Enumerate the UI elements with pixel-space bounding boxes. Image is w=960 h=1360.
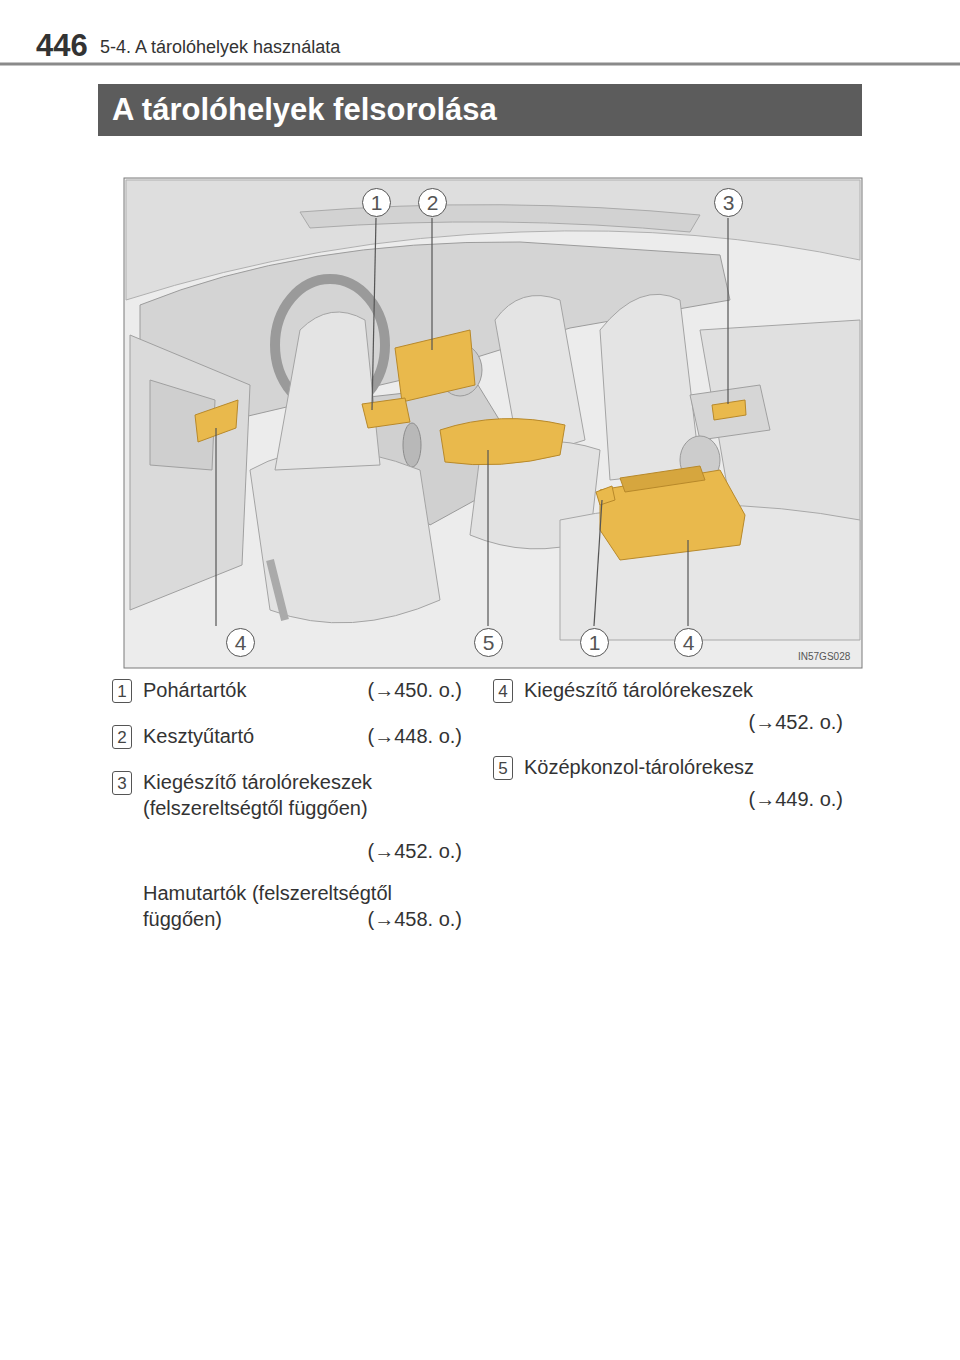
page-reference: (→448. o.) bbox=[368, 723, 462, 749]
list-marker: 4 bbox=[493, 679, 513, 703]
callout-number: 3 bbox=[714, 188, 743, 217]
list-marker: 1 bbox=[112, 679, 132, 703]
node-text: 5 bbox=[483, 632, 495, 653]
node-text: 4 bbox=[235, 632, 247, 653]
header-rule bbox=[0, 63, 960, 66]
callout-number: 1 bbox=[580, 628, 609, 657]
interior-illustration bbox=[124, 178, 862, 668]
node-text: 1 bbox=[117, 683, 126, 700]
running-header: 5-4. A tárolóhelyek használata bbox=[100, 36, 340, 59]
node-text: 3 bbox=[723, 192, 735, 213]
list-marker: 2 bbox=[112, 725, 132, 749]
node-text: 5 bbox=[498, 760, 507, 777]
page-reference: (→450. o.) bbox=[368, 677, 462, 703]
callout-number: 5 bbox=[474, 628, 503, 657]
page-reference: (→458. o.) bbox=[368, 906, 462, 932]
node-text: 3 bbox=[117, 775, 126, 792]
page-reference: (→452. o.) bbox=[749, 709, 843, 735]
item-text: Pohártartók bbox=[143, 677, 246, 703]
node-text: 4 bbox=[498, 683, 507, 700]
callout-number: 4 bbox=[674, 628, 703, 657]
page-reference: (→452. o.) bbox=[368, 838, 462, 864]
callout-number: 4 bbox=[226, 628, 255, 657]
item-text: Kiegészítő tárolórekeszek bbox=[524, 677, 753, 703]
title-band bbox=[98, 84, 862, 136]
node-text: 4 bbox=[683, 632, 695, 653]
callout-number: 2 bbox=[418, 188, 447, 217]
callout-number: 1 bbox=[362, 188, 391, 217]
section-title: A tárolóhelyek felsorolása bbox=[112, 90, 497, 130]
page-number: 446 bbox=[36, 26, 88, 66]
figure-code: IN57GS028 bbox=[798, 650, 850, 663]
node-text: 2 bbox=[427, 192, 439, 213]
item-text: Kiegészítő tárolórekeszek (felszereltség… bbox=[143, 769, 443, 821]
list-marker: 3 bbox=[112, 771, 132, 795]
node-text: 1 bbox=[371, 192, 383, 213]
node-text: 1 bbox=[589, 632, 601, 653]
item-text: Kesztyűtartó bbox=[143, 723, 254, 749]
item-text: Középkonzol-tárolórekesz bbox=[524, 754, 754, 780]
page-reference: (→449. o.) bbox=[749, 786, 843, 812]
list-marker: 5 bbox=[493, 756, 513, 780]
node-text: 2 bbox=[117, 729, 126, 746]
leader-lines bbox=[216, 218, 728, 626]
